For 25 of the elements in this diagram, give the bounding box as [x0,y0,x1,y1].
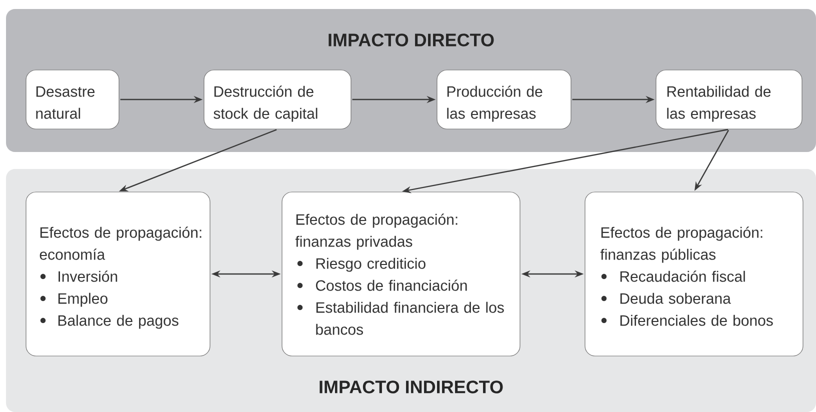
list-box [282,192,520,356]
process-box [436,70,572,130]
process-box [204,70,352,130]
box-text: Destrucción de stock de capital [214,86,318,122]
box-text: Desastre natural [36,86,95,119]
list-item: Balance de pagos [58,314,178,329]
box-text: Efectos de propagación: finanzas públicas [600,226,762,263]
list-item: Empleo [58,292,108,307]
list-item: Recaudación fiscal [620,270,745,282]
list-box [584,192,804,356]
process-box [26,70,120,130]
band-heading: IMPACTO INDIRECTO [320,380,503,394]
list-box [26,192,210,356]
list-item: Riesgo crediticio [316,258,426,272]
box-text: Efectos de propagación: finanzas privadas [295,214,458,250]
list-item: Diferenciales de bonos [620,314,773,326]
box-text: Producción de las empresas [447,86,542,122]
band-heading: IMPACTO DIRECTO [328,34,494,46]
box-text: Rentabilidad de las empresas [667,86,771,122]
box-text: Efectos de propagación: economía [40,226,202,260]
list-item: Estabilidad financiera de los bancos [316,302,504,335]
list-item: Deuda soberana [620,292,731,304]
process-box [656,70,802,130]
list-item: Costos de financiación [316,280,467,291]
list-item: Inversión [58,270,118,282]
